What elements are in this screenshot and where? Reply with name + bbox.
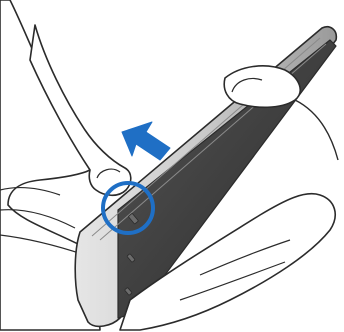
arrow-icon bbox=[122, 122, 170, 160]
right-wrist bbox=[295, 100, 338, 160]
right-thumb bbox=[224, 66, 300, 107]
